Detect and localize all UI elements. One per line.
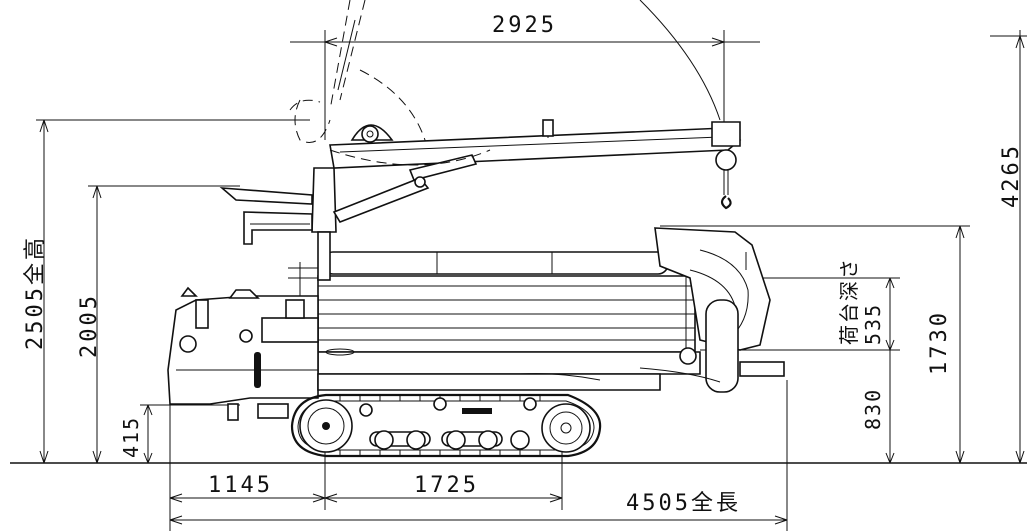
dimension-front-overhang: 1145 bbox=[169, 390, 326, 531]
dimension-bed-floor-height: 830 bbox=[861, 350, 895, 464]
dimension-machine-height: 2005 bbox=[77, 185, 240, 464]
undercarriage-frame bbox=[227, 367, 721, 421]
bed-height-label: 1730 bbox=[927, 310, 952, 375]
crawler-track bbox=[290, 393, 602, 458]
dimension-bed-height: 1730 bbox=[660, 225, 970, 464]
engine-cab bbox=[167, 231, 331, 405]
crane-reach-label: 2925 bbox=[492, 13, 557, 38]
cargo-bed bbox=[317, 251, 701, 375]
rear-roller-drum bbox=[654, 227, 785, 393]
dimension-total-length: 4505全長 bbox=[169, 380, 788, 531]
dimension-max-lift-height: 4265 bbox=[990, 30, 1027, 464]
dimension-crane-reach: 2925 bbox=[290, 13, 760, 140]
bed-floor-height-label: 830 bbox=[861, 388, 885, 430]
ground-clearance-label: 415 bbox=[119, 416, 143, 458]
machine-height-label: 2005 bbox=[77, 293, 102, 358]
dimension-track-center: 1725 bbox=[324, 430, 563, 510]
crane-boom bbox=[219, 99, 742, 245]
max-lift-height-label: 4265 bbox=[999, 143, 1024, 208]
track-center-label: 1725 bbox=[414, 473, 479, 498]
total-height-label: 2505全高 bbox=[23, 235, 48, 350]
dimension-ground-clearance: 415 bbox=[119, 404, 240, 464]
idler-wheel bbox=[541, 403, 591, 453]
bed-depth-caption: 荷台深さ bbox=[837, 257, 861, 345]
total-length-label: 4505全長 bbox=[626, 491, 741, 516]
front-overhang-label: 1145 bbox=[208, 473, 273, 498]
dimension-total-height: 2505全高 bbox=[23, 119, 310, 464]
road-wheels bbox=[369, 430, 530, 450]
dimension-bed-depth: 荷台深さ 535 bbox=[690, 257, 900, 351]
track-lugs bbox=[339, 395, 541, 456]
bed-depth-label: 535 bbox=[861, 303, 885, 345]
